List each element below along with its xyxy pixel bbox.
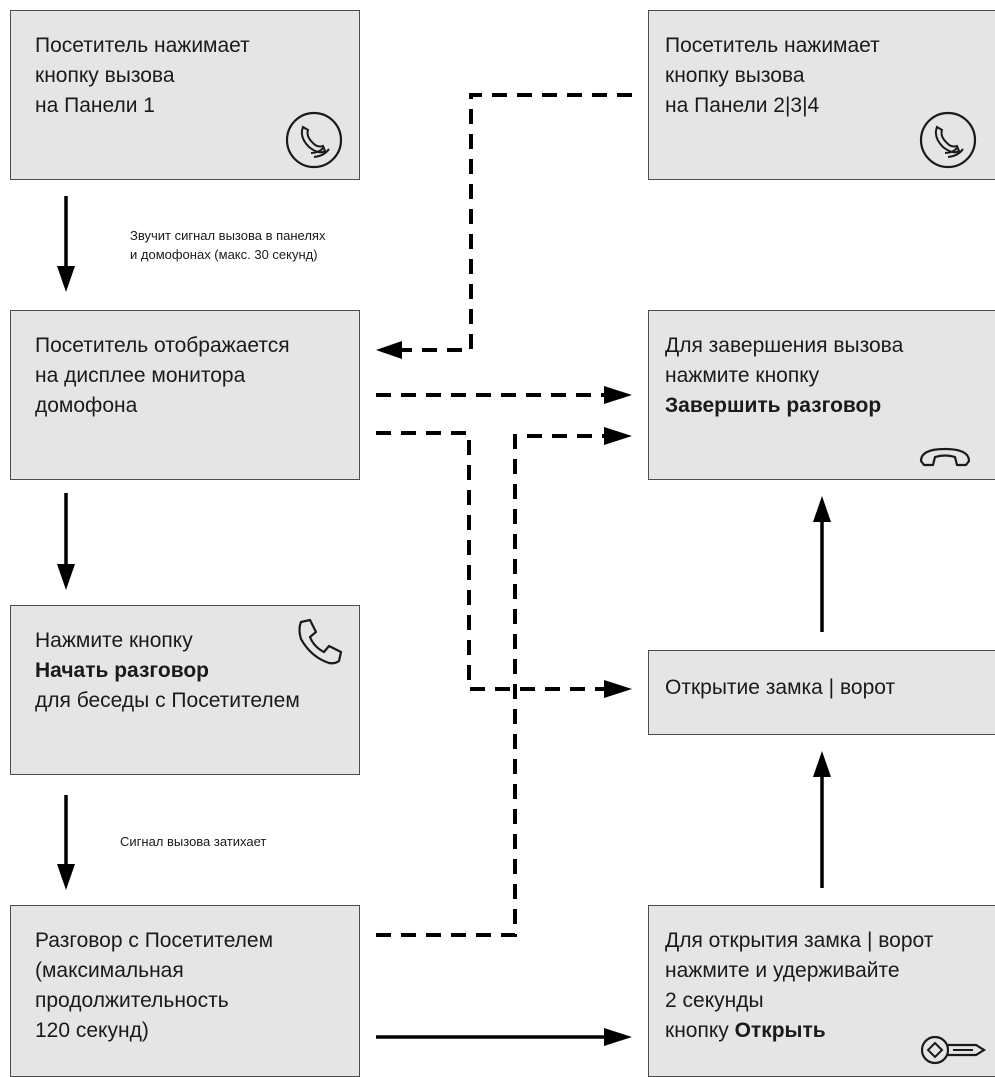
text-line: Посетитель отображается — [35, 334, 290, 357]
phone-icon — [298, 618, 343, 665]
text-line: кнопку вызова — [35, 64, 175, 87]
dashed-display-to-open — [376, 431, 604, 691]
text-line: 120 секунд) — [35, 1019, 149, 1042]
note-line: и домофонах (макс. 30 секунд) — [130, 247, 318, 262]
arrow-talk-to-hold — [376, 1028, 632, 1046]
box-start-call: Нажмите кнопку Начать разговор для бесед… — [10, 605, 360, 775]
arrowhead — [604, 680, 632, 698]
box-lock-opening-text: Открытие замка | ворот — [665, 673, 895, 703]
arrow-hold-to-open — [813, 751, 831, 888]
box-end-call: Для завершения вызова нажмите кнопку Зав… — [648, 310, 995, 480]
text-line: Посетитель нажимает — [35, 34, 250, 57]
text-line: Для открытия замка | ворот — [665, 929, 934, 952]
box-panel1-text: Посетитель нажимает кнопку вызова на Пан… — [35, 31, 250, 121]
text-line: нажмите кнопку — [665, 364, 820, 387]
text-line: на Панели 2|3|4 — [665, 94, 820, 117]
arrow-open-to-end — [813, 496, 831, 632]
dashed-talk-to-end — [376, 434, 604, 937]
note-fading: Сигнал вызова затихает — [120, 832, 266, 851]
box-talk: Разговор с Посетителем (максимальная про… — [10, 905, 360, 1077]
doorbell-icon — [919, 111, 977, 169]
note-line: Звучит сигнал вызова в панелях — [130, 228, 326, 243]
text-line: Открытие замка | ворот — [665, 676, 896, 699]
box-hold-open: Для открытия замка | ворот нажмите и уде… — [648, 905, 995, 1077]
text-prefix: кнопку — [665, 1019, 735, 1042]
text-line-bold: Начать разговор — [35, 659, 210, 682]
arrow-panel1-to-display — [57, 196, 75, 292]
text-bold: Открыть — [734, 1019, 826, 1042]
box-display-text: Посетитель отображается на дисплее монит… — [35, 331, 290, 421]
text-line: нажмите и удерживайте — [665, 959, 900, 982]
text-line-bold: Завершить разговор — [665, 394, 882, 417]
text-line: Разговор с Посетителем — [35, 929, 274, 952]
arrowhead — [604, 427, 632, 445]
text-line: (максимальная — [35, 959, 184, 982]
text-line: Нажмите кнопку — [35, 629, 193, 652]
text-line: кнопку Открыть — [665, 1016, 933, 1046]
key-icon — [920, 1035, 987, 1065]
arrow-display-to-start — [57, 493, 75, 590]
box-visitor-displayed: Посетитель отображается на дисплее монит… — [10, 310, 360, 480]
hang-up-icon — [919, 447, 971, 467]
box-lock-opening: Открытие замка | ворот — [648, 650, 995, 735]
dashed-panel234-to-display — [400, 93, 632, 352]
arrow-start-to-talk — [57, 795, 75, 890]
box-panel234-call: Посетитель нажимает кнопку вызова на Пан… — [648, 10, 995, 180]
box-panel1-call: Посетитель нажимает кнопку вызова на Пан… — [10, 10, 360, 180]
box-start-call-text: Нажмите кнопку Начать разговор для бесед… — [35, 626, 300, 716]
note-ringing: Звучит сигнал вызова в панелях и домофон… — [130, 226, 325, 264]
box-end-call-text: Для завершения вызова нажмите кнопку Зав… — [665, 331, 903, 421]
text-line: домофона — [35, 394, 138, 417]
box-hold-open-text: Для открытия замка | ворот нажмите и уде… — [665, 926, 933, 1046]
arrowhead — [604, 386, 632, 404]
note-line: Сигнал вызова затихает — [120, 834, 267, 849]
text-line: 2 секунды — [665, 989, 764, 1012]
text-line: на дисплее монитора — [35, 364, 246, 387]
text-line: продолжительность — [35, 989, 229, 1012]
box-panel234-text: Посетитель нажимает кнопку вызова на Пан… — [665, 31, 880, 121]
doorbell-icon — [285, 111, 343, 169]
text-line: кнопку вызова — [665, 64, 805, 87]
text-line: Для завершения вызова — [665, 334, 904, 357]
text-line: Посетитель нажимает — [665, 34, 880, 57]
arrowhead — [376, 341, 402, 359]
text-line: на Панели 1 — [35, 94, 155, 117]
box-talk-text: Разговор с Посетителем (максимальная про… — [35, 926, 273, 1046]
text-line: для беседы с Посетителем — [35, 689, 300, 712]
